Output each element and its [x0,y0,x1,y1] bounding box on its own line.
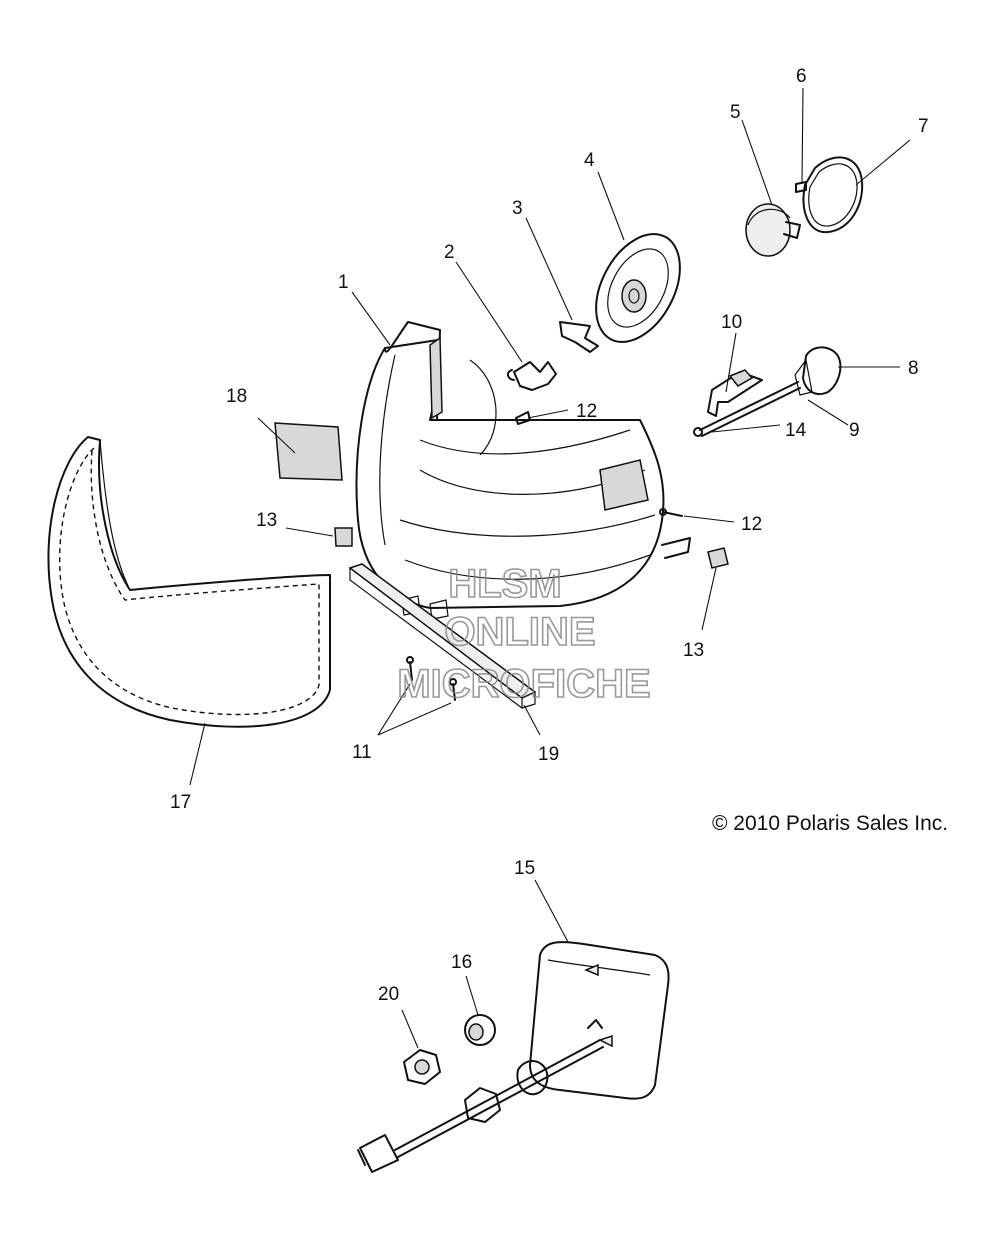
callout-12-upper: 12 [576,401,597,422]
part-16-grommet [464,1014,496,1046]
callout-6: 6 [796,66,807,87]
callout-5: 5 [730,102,741,123]
watermark: HLSM ONLINE MICROFICHE [397,561,652,707]
watermark-line-2: ONLINE [444,610,595,654]
callout-16: 16 [451,952,472,973]
callout-4: 4 [584,150,595,171]
callouts: 1 2 3 4 5 6 7 8 9 10 11 12 12 13 13 14 1… [170,66,929,1005]
part-18-strip [274,422,343,481]
part-12-screw-upper [515,411,531,425]
callout-9: 9 [849,420,860,441]
part-17-seal [47,436,331,728]
watermark-line-1: HLSM [448,562,561,606]
part-1-headlight-housing [355,321,691,620]
part-9-14-adjuster-shaft [693,381,801,437]
callout-18: 18 [226,386,247,407]
part-13-clip-left [334,527,353,547]
callout-1: 1 [338,272,349,293]
wiring-harness [357,1019,604,1173]
part-13-clip-right [707,547,729,569]
part-7-gasket [802,156,864,234]
part-6-screw [795,181,807,193]
callout-2: 2 [444,242,455,263]
leader-lines [189,87,911,1049]
part-20-nut [403,1049,441,1085]
watermark-line-3: MICROFICHE [397,662,650,706]
part-12-screw-right [659,508,683,517]
part-19-foam-strip [348,563,537,710]
part-11-pins [406,656,457,701]
callout-13-right: 13 [683,640,704,661]
callout-8: 8 [908,358,919,379]
callout-17: 17 [170,792,191,813]
part-4-reflector [595,233,681,343]
part-5-lamp [745,203,801,257]
callout-13-left: 13 [256,510,277,531]
part-15-taillight [529,941,670,1100]
part-8-knob [794,346,842,396]
callout-3: 3 [512,198,523,219]
part-2-bulb [506,361,557,391]
copyright-notice: © 2010 Polaris Sales Inc. [712,812,948,835]
callout-15: 15 [514,858,535,879]
callout-7: 7 [918,116,929,137]
callout-11: 11 [352,742,372,763]
callout-19: 19 [538,744,559,765]
part-3-clip [559,321,599,353]
part-10-bracket [707,369,763,417]
callout-14: 14 [785,420,807,441]
callout-20: 20 [378,984,399,1005]
callout-12-right: 12 [741,514,762,535]
callout-10: 10 [721,312,742,333]
